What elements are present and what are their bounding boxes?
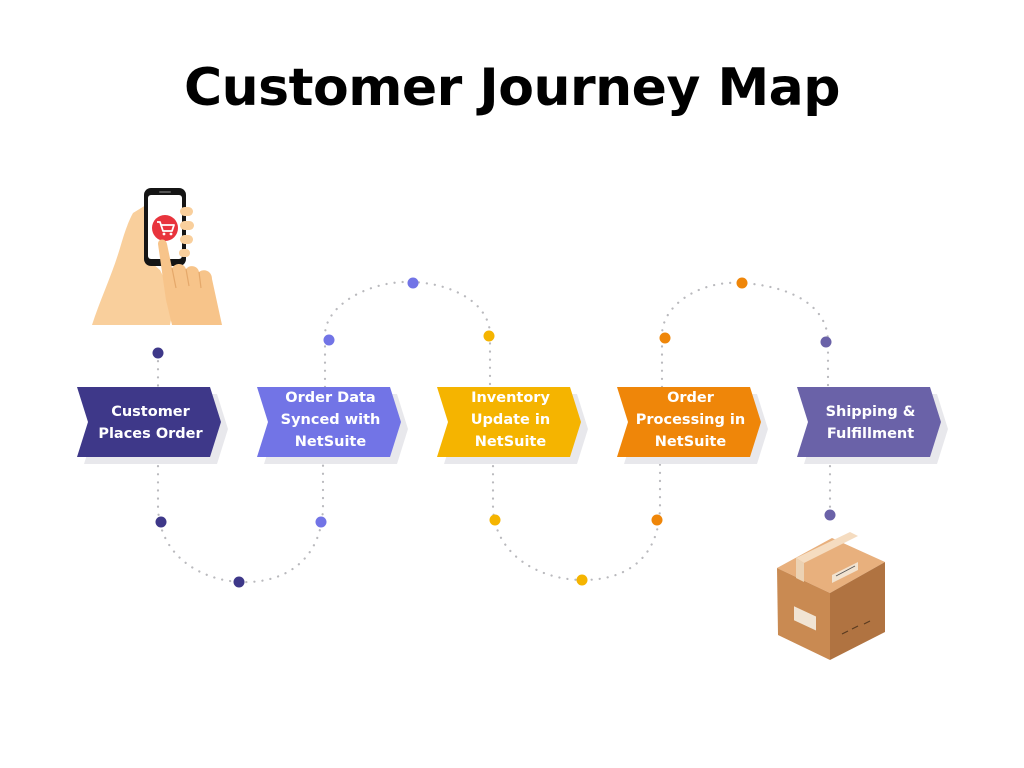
connector-dot [824, 509, 836, 521]
connector-dot [483, 330, 495, 342]
step-banner-5: Shipping & Fulfillment [797, 387, 948, 464]
step-banner-shape [797, 387, 941, 457]
connector-dot [315, 516, 327, 528]
cardboard-box-icon [777, 532, 885, 660]
connector-dot [152, 347, 164, 359]
connector-dot [576, 574, 588, 586]
connector-dot [651, 514, 663, 526]
step-label-line: Update in [471, 412, 550, 428]
step-banner-shape [437, 387, 581, 457]
step-label-line: NetSuite [655, 434, 727, 450]
step-label-line: NetSuite [295, 434, 367, 450]
connector-dot [489, 514, 501, 526]
hand-tapping-phone-cart-icon [92, 188, 222, 325]
connector-dots [152, 277, 836, 588]
step-label-line: Order [667, 390, 715, 406]
connector-dot [407, 277, 419, 289]
connector-dot [155, 516, 167, 528]
connector-dot [659, 332, 671, 344]
step-label-line: Order Data [285, 390, 375, 406]
page-title: Customer Journey Map [184, 58, 841, 118]
connector-dot [323, 334, 335, 346]
connector-dot [233, 576, 245, 588]
connector-dot [820, 336, 832, 348]
step-label-line: Synced with [281, 412, 381, 428]
step-label-line: Customer [111, 404, 190, 420]
step-label-line: Shipping & [826, 404, 916, 420]
connector-dot [736, 277, 748, 289]
step-label-line: NetSuite [475, 434, 547, 450]
step-banner-shape [617, 387, 761, 457]
step-label-line: Inventory [471, 390, 550, 406]
step-banner-shape [257, 387, 401, 457]
step-label-line: Processing in [636, 412, 745, 428]
step-label-line: Places Order [98, 426, 203, 442]
step-banner-shape [77, 387, 221, 457]
step-label-line: Fulfillment [827, 426, 914, 442]
